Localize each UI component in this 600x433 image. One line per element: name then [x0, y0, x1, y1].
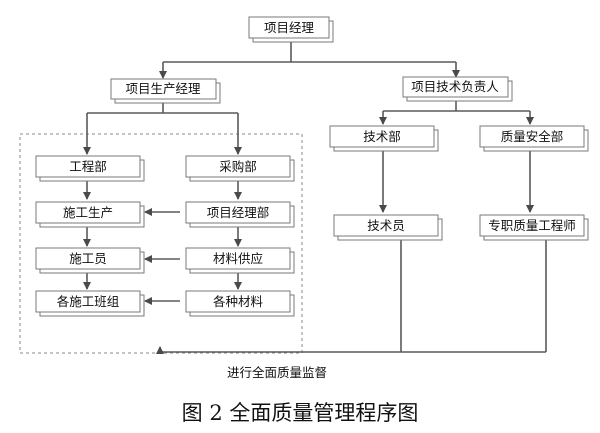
node-material-supply: 材料供应 [185, 247, 295, 274]
node-quality-safety-dept: 质量安全部 [479, 125, 589, 152]
node-project-manager: 项目经理 [248, 16, 334, 43]
node-materials: 各种材料 [185, 290, 295, 317]
node-purchasing-dept: 采购部 [185, 155, 295, 182]
node-label: 采购部 [219, 159, 257, 174]
node-label: 项目经理部 [207, 205, 270, 220]
node-label: 各施工班组 [57, 294, 120, 309]
node-label: 各种材料 [213, 294, 264, 309]
node-construction-production: 施工生产 [35, 201, 145, 228]
node-technician: 技术员 [333, 214, 443, 241]
node-label: 质量安全部 [501, 129, 564, 144]
supervision-note: 进行全面质量监督 [227, 365, 327, 380]
figure-caption: 图 2 全面质量管理程序图 [182, 401, 419, 425]
node-label: 技术部 [363, 129, 401, 144]
node-tech-dept: 技术部 [329, 125, 439, 152]
node-label: 施工生产 [63, 205, 113, 220]
node-label: 项目技术负责人 [411, 79, 499, 94]
node-label: 材料供应 [213, 251, 263, 266]
node-production-manager: 项目生产经理 [110, 78, 221, 104]
node-construction-teams: 各施工班组 [35, 290, 145, 317]
node-label: 项目生产经理 [125, 81, 201, 96]
node-engineering-dept: 工程部 [35, 155, 145, 182]
node-construction-worker: 施工员 [35, 247, 145, 274]
node-label: 项目经理 [264, 20, 315, 35]
node-label: 工程部 [69, 159, 107, 174]
node-pm-department: 项目经理部 [185, 201, 295, 228]
node-label: 技术员 [367, 218, 405, 233]
node-tech-lead: 项目技术负责人 [402, 76, 513, 102]
node-label: 专职质量工程师 [488, 218, 576, 233]
node-label: 施工员 [69, 251, 107, 266]
node-quality-engineer: 专职质量工程师 [479, 214, 589, 241]
